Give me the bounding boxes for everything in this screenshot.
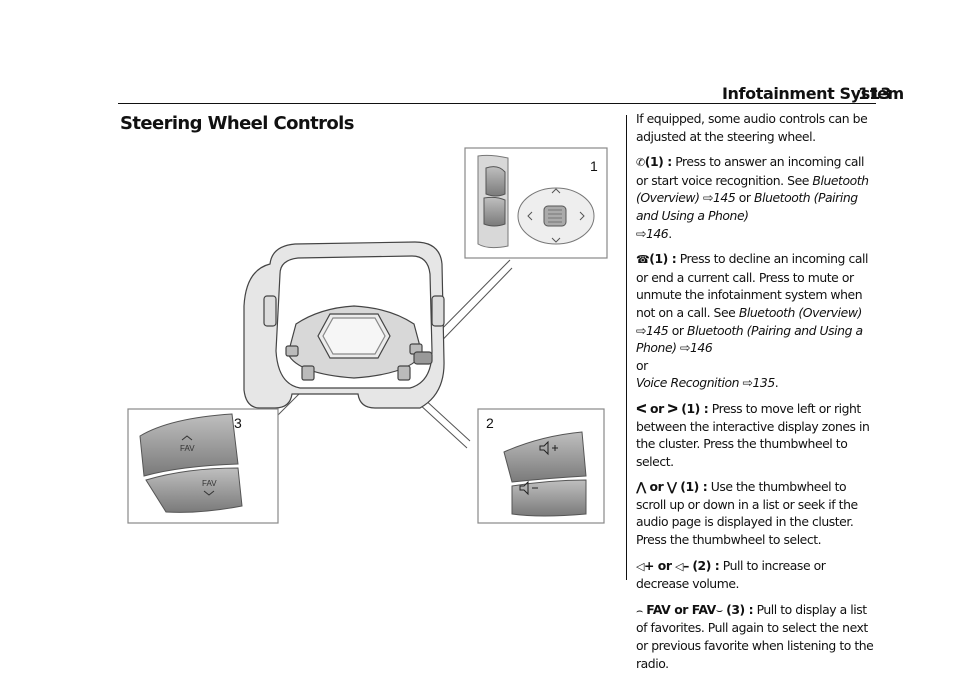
left-right-label: (1) : [681, 400, 709, 416]
phone-voice-icon: ✆ [636, 156, 645, 170]
favorites-item: ⌢ FAV or FAV⌣ (3) : Pull to display a li… [636, 601, 878, 672]
up-down-text: Use the thumbwheel to scroll up or down … [636, 479, 858, 548]
page-ref-icon: ⇨ [742, 375, 753, 391]
link-bluetooth-pairing[interactable]: Bluetooth (Pairing and Using a Phone) [636, 322, 863, 356]
volume-text: Pull to increase or decrease volume. [636, 557, 826, 592]
answer-call-item: ✆(1) : Press to answer an incoming call … [636, 153, 878, 242]
callout-3: 3 [234, 415, 242, 431]
header-rule [118, 103, 876, 104]
page-ref-135[interactable]: 135 [752, 375, 775, 391]
column-divider [626, 115, 627, 580]
left-arrow-icon: ᐸ [636, 400, 647, 416]
page-ref-icon: ⇨ [636, 322, 646, 338]
fav-down-icon: ⌣ [715, 603, 723, 617]
volume-minus-text: – [683, 557, 689, 573]
page-ref-146[interactable]: 146 [645, 225, 669, 241]
decline-call-text: Press to decline an incoming call or end… [636, 251, 868, 320]
instructions-column: If equipped, some audio controls can be … [636, 110, 878, 680]
volume-up-icon: ◁ [636, 559, 645, 573]
fav-text: Pull to display a list of favorites. Pul… [636, 601, 874, 671]
fav-or-text: FAV or FAV [646, 601, 716, 617]
decline-call-item: ☎(1) : Press to decline an incoming call… [636, 250, 878, 392]
running-header-title: Infotainment System [722, 84, 904, 103]
link-bluetooth-pairing[interactable]: Bluetooth (Pairing and Using a Phone) [636, 190, 858, 223]
volume-label: (2) : [692, 557, 720, 573]
period: . [668, 225, 672, 241]
volume-plus-text: + or [644, 557, 672, 573]
page-ref-icon: ⇨ [703, 190, 713, 206]
inset-2-volume-controls: 2 [477, 408, 605, 524]
left-right-item: ᐸ or ᐳ (1) : Press to move left or right… [636, 400, 878, 470]
left-right-text: Press to move left or right between the … [636, 400, 870, 469]
or-text: or [636, 357, 648, 373]
link-bluetooth-overview[interactable]: Bluetooth (Overview) [738, 304, 863, 320]
callout-2: 2 [486, 415, 494, 431]
up-down-label: (1) : [680, 479, 708, 495]
fav-up-label: FAV [180, 444, 195, 453]
page-ref-145[interactable]: 145 [712, 190, 736, 206]
right-arrow-icon: ᐳ [667, 400, 678, 416]
section-title: Steering Wheel Controls [120, 113, 354, 134]
intro-paragraph: If equipped, some audio controls can be … [636, 111, 868, 144]
volume-item: ◁+ or ◁– (2) : Pull to increase or decre… [636, 557, 878, 593]
fav-up-icon: ⌢ [636, 603, 643, 617]
volume-down-icon: ◁ [675, 559, 684, 573]
page-ref-146[interactable]: 146 [689, 340, 713, 356]
or-text: or [649, 479, 664, 495]
answer-call-text: Press to answer an incoming call or star… [636, 154, 865, 188]
up-down-item: ⋀ or ⋁ (1) : Use the thumbwheel to scrol… [636, 478, 878, 548]
down-arrow-icon: ⋁ [666, 479, 677, 495]
steering-wheel-figure: 1 FAV FAV 3 2 [120, 146, 610, 531]
phone-hangup-icon: ☎ [636, 253, 650, 267]
steering-wheel-illustration: 1 FAV FAV 3 2 [127, 147, 608, 524]
answer-call-label: (1) : [644, 154, 672, 170]
page-ref-145[interactable]: 145 [645, 322, 669, 338]
steering-wheel [243, 241, 445, 409]
inset-1-controls: 1 [464, 147, 608, 259]
fav-label: (3) : [726, 601, 754, 617]
or-text: or [671, 322, 684, 338]
period: . [774, 375, 779, 391]
page-ref-icon: ⇨ [680, 340, 690, 356]
up-arrow-icon: ⋀ [636, 479, 646, 495]
decline-call-label: (1) : [649, 251, 677, 267]
callout-1: 1 [590, 158, 598, 174]
link-voice-recognition[interactable]: Voice Recognition [636, 375, 740, 391]
fav-down-label: FAV [202, 479, 217, 488]
or-text: or [738, 190, 751, 206]
page-number: 113 [858, 84, 892, 103]
inset-3-fav-controls: FAV FAV 3 [127, 408, 279, 524]
link-bluetooth-overview[interactable]: Bluetooth (Overview) [636, 172, 869, 206]
or-text: or [650, 400, 664, 416]
page-ref-icon: ⇨ [636, 225, 646, 241]
